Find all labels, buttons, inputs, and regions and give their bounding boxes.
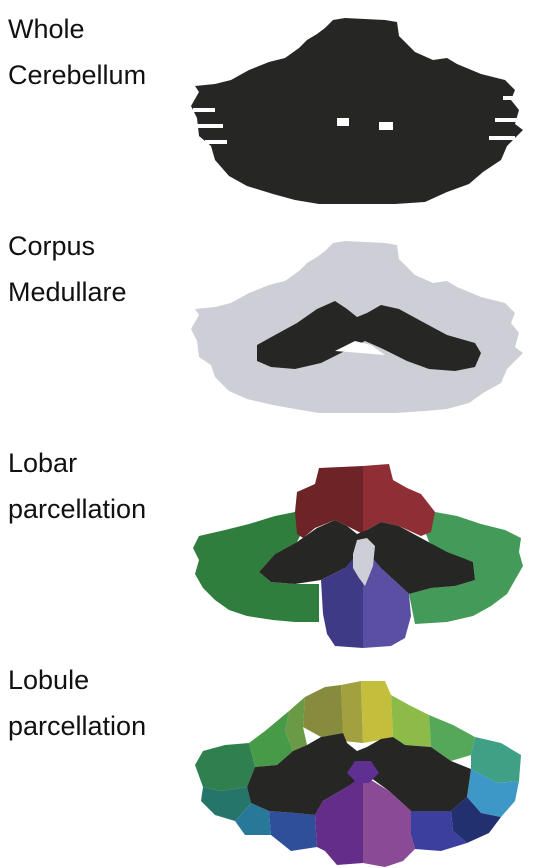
label-line-2: parcellation [8,486,178,532]
panel-label-whole-cerebellum: Whole Cerebellum [8,6,178,98]
panel-lobar-parcellation: Lobar parcellation [0,434,537,651]
cerebellum-silhouette [191,18,523,204]
panel-whole-cerebellum: Whole Cerebellum [0,0,537,217]
lobar-parcellation-figure [185,434,535,651]
whole-cerebellum-figure [185,0,535,217]
label-line-1: Whole [8,6,178,52]
label-line-2: Medullare [8,269,178,315]
panel-label-lobar-parcellation: Lobar parcellation [8,440,178,532]
lobule-parcellation-figure [185,651,535,868]
label-line-1: Lobule [8,657,178,703]
label-line-2: parcellation [8,703,178,749]
panel-label-corpus-medullare: Corpus Medullare [8,223,178,315]
panel-lobule-parcellation: Lobule parcellation [0,651,537,868]
label-line-2: Cerebellum [8,52,178,98]
panel-corpus-medullare: Corpus Medullare [0,217,537,434]
label-line-1: Lobar [8,440,178,486]
panel-label-lobule-parcellation: Lobule parcellation [8,657,178,749]
label-line-1: Corpus [8,223,178,269]
lobe-anterior-right [363,464,435,536]
corpus-medullare-figure [185,217,535,434]
